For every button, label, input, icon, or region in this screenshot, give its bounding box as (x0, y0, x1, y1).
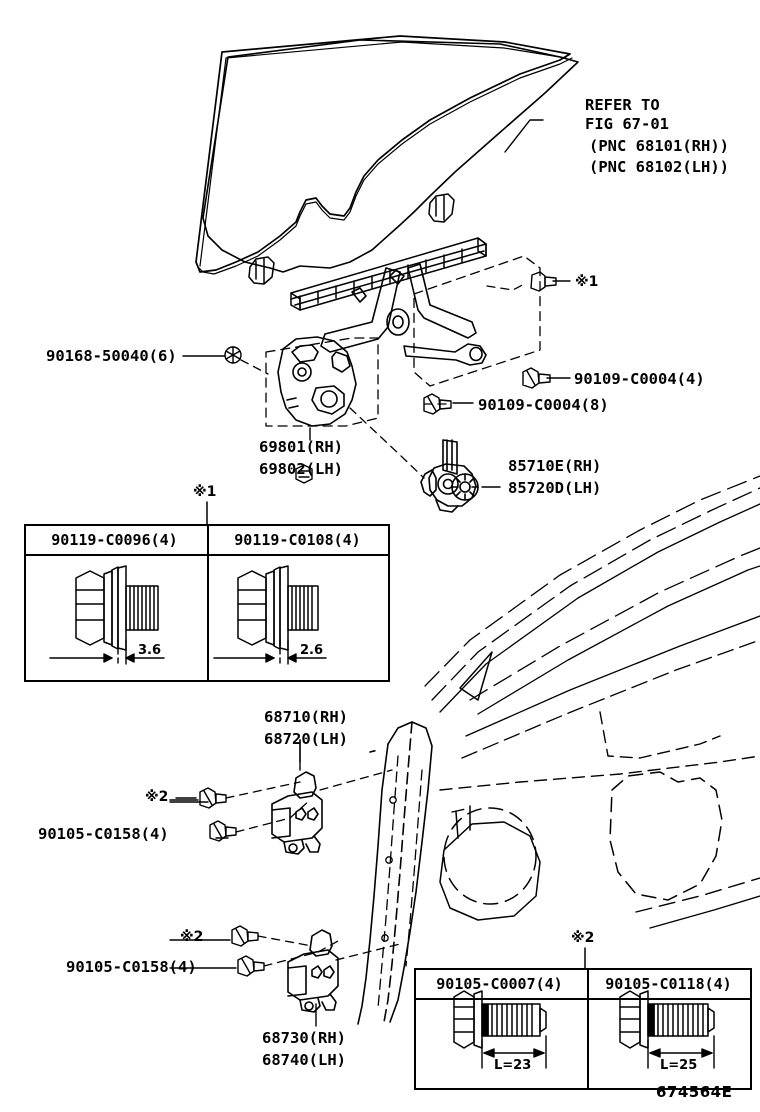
wheel-arch-detail (609, 771, 723, 901)
callout-marker-star2-upper: ※2 (145, 789, 169, 805)
regulator-base-plate (277, 336, 357, 427)
detail-box-2-cell-1-dim: L=25 (660, 1058, 698, 1073)
strut-tower-circle (439, 805, 541, 921)
callout-refer-to-line2: FIG 67-01 (585, 115, 669, 133)
callout-hinge-upper-line1: 68710(RH) (264, 708, 348, 726)
detail-box-2-cell-0-dim: L=23 (494, 1058, 532, 1073)
body-phantom-lines (424, 475, 760, 759)
detail-box-1 (24, 524, 390, 682)
detail-box-1-cell-1-part: 90119-C0108(4) (234, 531, 361, 549)
base-plate-phantom-box (265, 337, 379, 427)
bolt-icon-90109-a (522, 367, 551, 389)
detail-box-2 (414, 968, 752, 1090)
door-glass-outline (195, 35, 573, 275)
window-motor (420, 439, 479, 513)
door-hinge-upper (271, 771, 323, 855)
detail1-dim-right (213, 639, 327, 665)
callout-bolt-90105-upper: 90105-C0158(4) (38, 825, 169, 843)
bolt-icon-90168 (224, 346, 242, 364)
callout-refer-to-line1: REFER TO (585, 96, 660, 114)
callout-refer-to-line4: (PNC 68102(LH)) (589, 158, 729, 176)
callout-hinge-lower-line2: 68740(LH) (262, 1051, 346, 1069)
regulator-rail (290, 237, 487, 311)
detail1-bolt-right (237, 565, 319, 651)
leader-dashed-motor (349, 407, 425, 479)
detail-box-1-divider (207, 526, 209, 680)
detail-box-2-header (416, 970, 750, 1000)
callout-bolt-90105-lower: 90105-C0158(4) (66, 958, 197, 976)
door-pillar (357, 721, 433, 1025)
callout-marker-star1-top: ※1 (575, 274, 599, 290)
leader-dashed-bolts-top (240, 282, 527, 405)
pillar-holes (381, 796, 397, 942)
callout-bolt-90109-a: 90109-C0004(4) (574, 370, 705, 388)
regulator-scissor-arms (320, 263, 487, 366)
link-arm-phantom-box (413, 255, 541, 387)
detail2-dim-right (647, 1035, 715, 1069)
callout-hinge-lower-line1: 68730(RH) (262, 1029, 346, 1047)
callout-regulator-line1: 69801(RH) (259, 438, 343, 456)
callout-regulator-line2: 69802(LH) (259, 460, 343, 478)
detail-box-2-marker: ※2 (571, 930, 595, 946)
leader-lines-lower (169, 739, 317, 1027)
detail2-dim-left (481, 1035, 547, 1069)
callout-bolt-90168: 90168-50040(6) (46, 347, 177, 365)
door-hinge-lower (287, 929, 339, 1013)
detail-box-1-cell-0-dim: 3.6 (138, 643, 162, 658)
nut-icon-center (295, 464, 313, 484)
bolt-icon-90105-lower-b (237, 955, 265, 977)
figure-id: 674564E (656, 1083, 733, 1101)
detail-box-1-cell-1-dim: 2.6 (300, 643, 324, 658)
lower-body-lines (635, 877, 760, 929)
detail-box-2-cell-1-part: 90105-C0118(4) (605, 975, 732, 993)
leader-dashed-lower (225, 769, 401, 967)
callout-motor-line2: 85720D(LH) (508, 479, 602, 497)
door-glass-shape (202, 39, 579, 273)
detail1-dim-left (49, 639, 165, 665)
detail-box-1-cell-0-part: 90119-C0096(4) (51, 531, 178, 549)
callout-bolt-90109-b: 90109-C0004(8) (478, 396, 609, 414)
bolt-icon-90105-upper-a (199, 787, 227, 809)
door-pillar-inner-lines (377, 755, 423, 1009)
cowl-panel-detail (439, 711, 760, 813)
vent-window (459, 651, 493, 701)
leader-lines-top (182, 119, 571, 488)
detail-box-2-divider (587, 970, 589, 1088)
callout-motor-line1: 85710E(RH) (508, 457, 602, 475)
callout-marker-star2-lower: ※2 (180, 929, 204, 945)
detail-box-2-cell-0-part: 90105-C0007(4) (436, 975, 563, 993)
callout-refer-to-line3: (PNC 68101(RH)) (589, 137, 729, 155)
bolt-icon-90105-upper-b (209, 820, 237, 842)
bolt-icon-90105-lower-a (231, 925, 259, 947)
glass-mount-tab-front (248, 256, 275, 285)
glass-mount-tab-rear (428, 193, 455, 223)
callout-hinge-upper-line2: 68720(LH) (264, 730, 348, 748)
detail2-bolt-right (619, 990, 715, 1049)
bolt-icon-star1 (530, 271, 557, 292)
detail-box-1-marker: ※1 (193, 484, 217, 500)
